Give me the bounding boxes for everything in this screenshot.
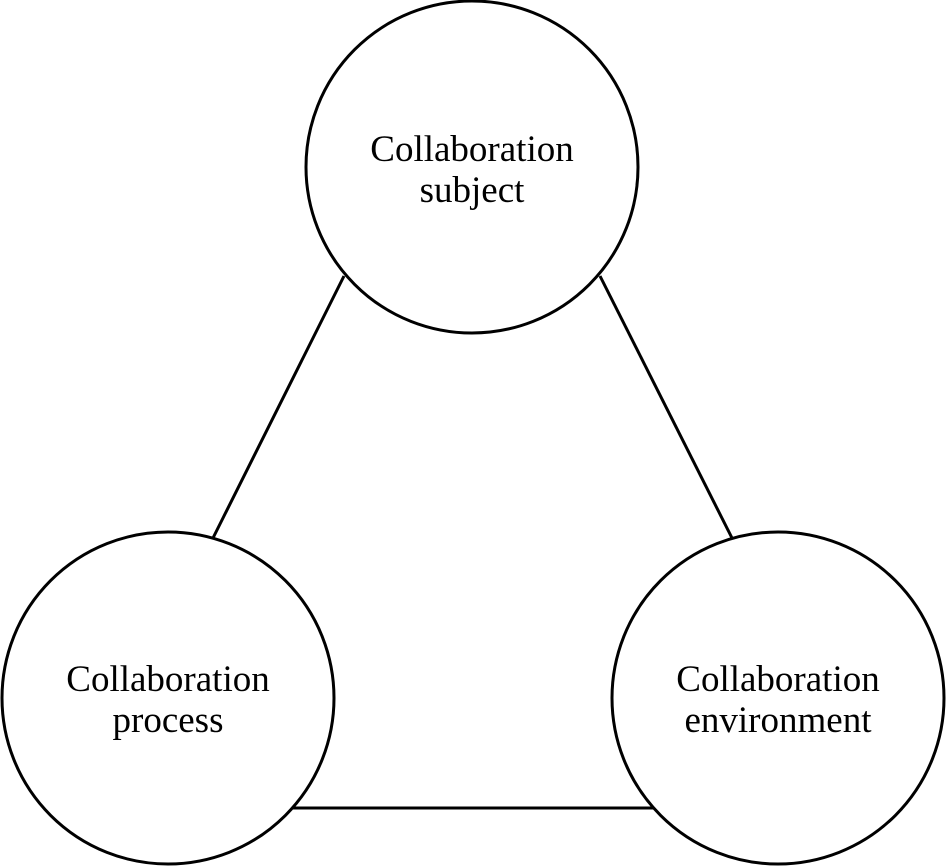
node-collaboration-subject: Collaboration subject bbox=[304, 0, 640, 335]
node-circle-subject bbox=[304, 0, 640, 335]
edge-subject-environment bbox=[598, 275, 736, 543]
node-label-subject-line1: Collaboration bbox=[370, 129, 573, 170]
node-label-environment-line2: environment bbox=[684, 700, 872, 741]
node-collaboration-environment: Collaboration environment bbox=[610, 530, 946, 866]
edge-subject-process bbox=[210, 275, 346, 541]
node-label-environment-line1: Collaboration bbox=[676, 659, 879, 700]
node-circle-process bbox=[0, 530, 336, 866]
node-circle-environment bbox=[610, 530, 946, 866]
node-collaboration-process: Collaboration process bbox=[0, 530, 336, 866]
node-label-process-line2: process bbox=[113, 700, 224, 741]
node-label-subject-line2: subject bbox=[420, 170, 526, 211]
node-label-process-line1: Collaboration bbox=[66, 659, 269, 700]
